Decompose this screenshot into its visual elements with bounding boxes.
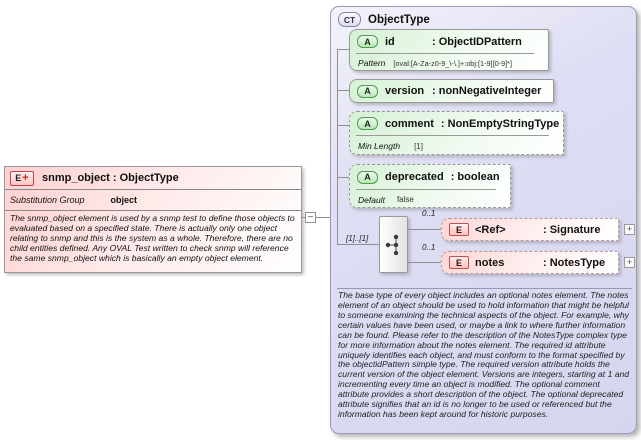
expand-ref-toggle[interactable]: + — [624, 224, 635, 235]
collapse-toggle[interactable]: − — [305, 212, 316, 223]
attribute-name: comment — [385, 117, 434, 130]
stub-deprecated — [337, 177, 349, 178]
facet-value: false — [396, 195, 414, 204]
annotation-divider — [337, 288, 632, 289]
ref-occurs: 0..1 — [422, 209, 436, 218]
attribute-deprecated-title: A deprecated : boolean — [350, 165, 510, 189]
attribute-name: version — [385, 85, 425, 97]
objecttype-container: CT ObjectType A id : ObjectIDPattern Pat… — [330, 6, 637, 434]
attribute-icon: A — [357, 117, 378, 130]
branch-ref — [408, 229, 441, 230]
substitution-group-row: Substitution Group object — [5, 190, 301, 211]
snmp-object-title: snmp_object : ObjectType — [42, 172, 179, 184]
facet-label: Default — [358, 194, 385, 205]
element-ref-box[interactable]: E <Ref> : Signature — [441, 218, 619, 241]
complextype-title: ObjectType — [368, 13, 430, 26]
element-type: : NotesType — [543, 256, 606, 269]
attribute-version-title: A version : nonNegativeInteger — [350, 80, 553, 102]
attribute-name: deprecated — [385, 171, 444, 183]
substitution-group-value: object — [110, 195, 138, 205]
attribute-type: : boolean — [450, 171, 500, 183]
stub-comment — [337, 125, 349, 126]
expand-notes-toggle[interactable]: + — [624, 257, 635, 268]
attribute-id-box[interactable]: A id : ObjectIDPattern Pattern [oval:[A-… — [349, 29, 549, 71]
attribute-type: : NonEmptyStringType — [440, 117, 560, 130]
attribute-icon: A — [357, 35, 378, 48]
stub-sequence — [337, 244, 379, 245]
stub-id — [337, 49, 349, 50]
snmp-object-header: E+ snmp_object : ObjectType — [5, 167, 301, 190]
facet-value: [oval:[A-Za-z0-9_\-\.]+:obj:[1-9][0-9]*] — [393, 58, 513, 68]
plus-glyph: + — [22, 171, 29, 184]
facet-label: Min Length — [358, 141, 401, 151]
connector-line — [302, 217, 330, 218]
stub-version — [337, 90, 349, 91]
branch-notes — [408, 262, 441, 263]
attribute-icon: A — [357, 170, 378, 184]
notes-occurs: 0..1 — [422, 243, 436, 252]
element-icon: E — [449, 223, 469, 236]
attribute-version-box[interactable]: A version : nonNegativeInteger — [349, 79, 554, 103]
complextype-icon: CT — [338, 12, 361, 27]
attribute-name: id — [385, 35, 395, 48]
element-type: : Signature — [543, 223, 601, 236]
minlength-facet: Min Length [1] — [356, 135, 549, 154]
trunk-line — [337, 49, 338, 245]
facet-value: [1] — [414, 141, 423, 151]
objecttype-description: The base type of every object includes a… — [338, 290, 630, 420]
sequence-icon — [385, 234, 399, 255]
sequence-compositor[interactable] — [379, 216, 408, 273]
pattern-facet: Pattern [oval:[A-Za-z0-9_\-\.]+:obj:[1-9… — [356, 53, 534, 70]
facet-label: Pattern — [358, 58, 386, 68]
attribute-type: : ObjectIDPattern — [432, 35, 522, 48]
attribute-icon: A — [357, 84, 378, 98]
sequence-cardinality: [1]..[1] — [346, 234, 369, 243]
element-name: <Ref> — [475, 223, 506, 236]
element-plus-icon: E+ — [10, 170, 34, 186]
substitution-group-label: Substitution Group — [10, 195, 85, 205]
element-icon: E — [449, 256, 469, 269]
attribute-type: : nonNegativeInteger — [432, 85, 542, 97]
snmp-object-description: The snmp_object element is used by a snm… — [10, 213, 295, 263]
complextype-header: CT ObjectType — [338, 12, 430, 27]
attribute-deprecated-box[interactable]: A deprecated : boolean Default false — [349, 164, 511, 208]
element-notes-box[interactable]: E notes : NotesType — [441, 251, 619, 274]
attribute-comment-box[interactable]: A comment : NonEmptyStringType Min Lengt… — [349, 111, 564, 155]
snmp-object-element-box[interactable]: E+ snmp_object : ObjectType Substitution… — [4, 166, 302, 273]
element-icon-letter: E — [15, 173, 22, 183]
attribute-comment-title: A comment : NonEmptyStringType — [350, 112, 563, 135]
element-name: notes — [475, 256, 505, 269]
default-facet: Default false — [356, 189, 496, 207]
attribute-id-title: A id : ObjectIDPattern — [350, 30, 548, 53]
